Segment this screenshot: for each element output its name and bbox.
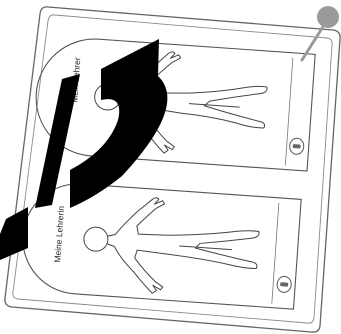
- card-meine-lehrerin: Meine Lehrerin: [19, 180, 301, 309]
- head-outline: [83, 226, 109, 252]
- card-mein-lehrer: Mein Lehrer: [32, 35, 315, 171]
- card-label: Meine Lehrerin: [52, 205, 66, 263]
- leg-gap: [180, 246, 232, 250]
- card-divider: [285, 58, 293, 166]
- torso-outline: [104, 195, 261, 301]
- logo-badge: [289, 138, 304, 155]
- logo-badge-mark: [293, 144, 301, 149]
- body-outline-figure: [80, 193, 261, 300]
- watermark-stroke-right: [70, 39, 167, 208]
- logo-badge: [277, 276, 292, 293]
- leg-gap: [189, 104, 239, 107]
- pushpin-icon: [302, 6, 339, 60]
- logo-badge-mark: [280, 282, 288, 287]
- pin-head: [317, 6, 339, 28]
- watermark-strokes: [0, 39, 167, 260]
